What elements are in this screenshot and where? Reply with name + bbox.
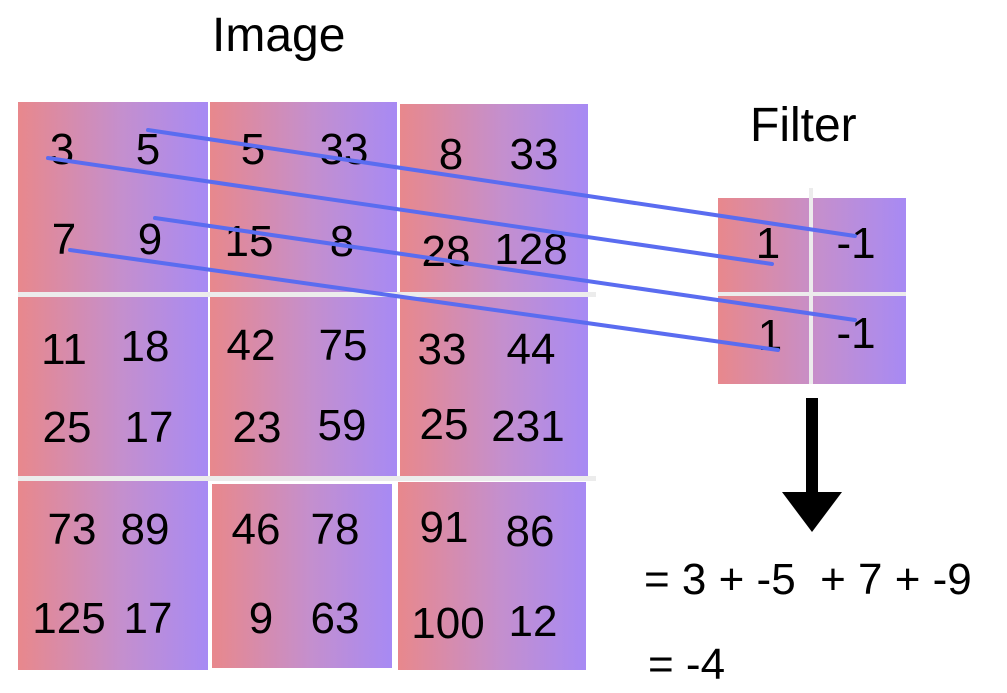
- image-value: 33: [509, 130, 559, 179]
- filter-value: 1: [755, 219, 781, 268]
- image-value: 8: [438, 130, 464, 179]
- image-value: 46: [231, 505, 281, 554]
- image-value: 25: [419, 400, 469, 449]
- image-value: 17: [124, 403, 174, 452]
- image-value: 125: [32, 594, 106, 643]
- image-value: 9: [137, 215, 163, 264]
- image-value: 75: [318, 321, 368, 370]
- image-block: [18, 102, 208, 294]
- image-block: [398, 482, 586, 670]
- image-value: 128: [494, 225, 568, 274]
- image-value: 12: [508, 597, 558, 646]
- image-value: 63: [310, 594, 360, 643]
- image-value: 17: [123, 594, 173, 643]
- image-value: 44: [506, 325, 556, 374]
- image-value: 3: [49, 125, 75, 174]
- filter-value: -1: [836, 309, 876, 358]
- image-value: 5: [135, 125, 161, 174]
- image-value: 11: [41, 325, 87, 374]
- arrow-head: [782, 492, 842, 532]
- image-value: 28: [421, 227, 471, 276]
- image-value: 100: [411, 599, 485, 648]
- image-value: 7: [51, 215, 77, 264]
- equation-result: = -4: [648, 640, 726, 689]
- arrow-shaft: [806, 398, 818, 498]
- image-block: [18, 480, 208, 670]
- image-value: 73: [47, 505, 97, 554]
- image-title: Image: [212, 9, 346, 62]
- filter-value: 1: [757, 311, 783, 360]
- grid-divider: [18, 292, 596, 297]
- image-value: 91: [419, 503, 469, 552]
- image-value: 18: [120, 322, 170, 371]
- filter-divider: [809, 188, 813, 384]
- image-value: 9: [248, 594, 274, 643]
- image-value: 33: [319, 125, 369, 174]
- image-value: 78: [310, 505, 360, 554]
- image-value: 25: [42, 403, 92, 452]
- image-value: 59: [317, 401, 367, 450]
- image-block: [212, 484, 392, 668]
- image-value: 89: [120, 505, 170, 554]
- image-value: 5: [240, 125, 266, 174]
- filter-value: -1: [836, 219, 876, 268]
- filter-title: Filter: [750, 99, 857, 152]
- image-value: 8: [329, 217, 355, 266]
- image-value: 86: [505, 507, 555, 556]
- equation-line-1: = 3 + -5 + 7 + -9: [644, 555, 972, 604]
- image-value: 23: [232, 403, 282, 452]
- image-value: 33: [417, 325, 467, 374]
- image-value: 231: [491, 402, 565, 451]
- image-value: 15: [224, 217, 274, 266]
- grid-divider: [18, 476, 596, 481]
- image-value: 42: [226, 321, 276, 370]
